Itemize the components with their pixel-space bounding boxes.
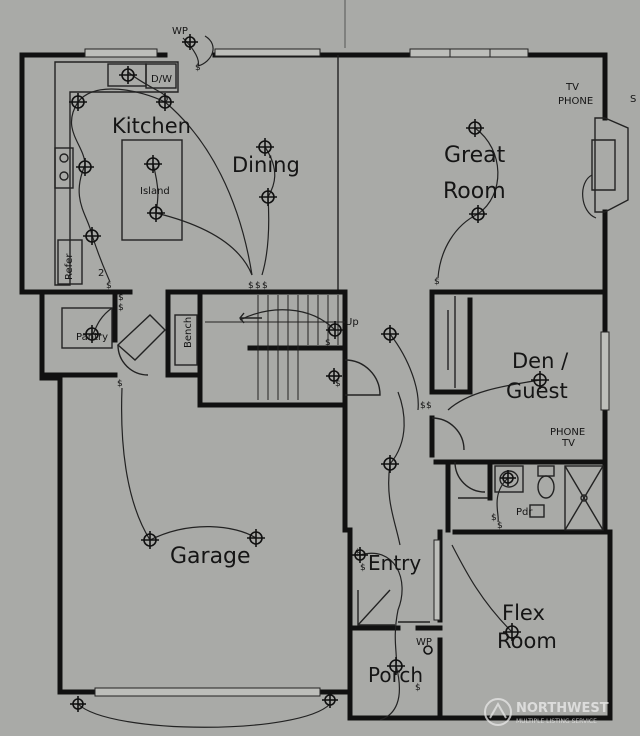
fireplace <box>582 117 629 219</box>
bath-fixtures <box>494 465 604 531</box>
room-label-great-1: Great <box>444 143 506 168</box>
number-2-marker: 2 <box>98 268 104 279</box>
electrical-wiring <box>70 35 541 728</box>
watermark-brand: NORTHWEST <box>516 701 609 716</box>
kitchen-counters <box>54 61 183 286</box>
svg-text:$: $ <box>118 303 124 313</box>
svg-text:$: $ <box>420 401 426 411</box>
entry-closet <box>357 589 430 626</box>
bench-label: Bench <box>183 317 194 348</box>
room-label-flex-1: Flex <box>502 601 545 625</box>
svg-text:$: $ <box>255 281 261 291</box>
svg-text:$: $ <box>415 683 421 693</box>
room-label-dining: Dining <box>232 153 300 177</box>
svg-text:$: $ <box>360 563 366 573</box>
room-label-den-2: Guest <box>506 379 568 403</box>
svg-text:$: $ <box>106 281 112 291</box>
svg-text:$: $ <box>117 379 123 389</box>
svg-text:$: $ <box>248 281 254 291</box>
pantry-shelves <box>61 307 198 366</box>
powder-label: Pdr <box>516 507 533 518</box>
windows <box>84 48 610 697</box>
svg-text:$: $ <box>355 548 361 558</box>
refer-label: Refer <box>64 253 75 280</box>
s-marker: S <box>630 94 636 105</box>
svg-text:$: $ <box>497 521 503 531</box>
wp-label-porch: WP <box>416 637 432 648</box>
tv-phone-label-b: PHONE <box>558 96 593 107</box>
watermark-sub: MULTIPLE LISTING SERVICE <box>516 718 597 725</box>
svg-text:$: $ <box>434 277 440 287</box>
den-closet <box>447 296 456 388</box>
svg-text:$: $ <box>335 379 341 389</box>
room-label-garage: Garage <box>170 544 251 569</box>
tv-phone-label-a: TV <box>565 82 579 93</box>
room-label-den-1: Den / <box>512 349 569 373</box>
door-swings <box>117 344 488 499</box>
room-label-porch: Porch <box>368 663 423 687</box>
svg-text:$: $ <box>195 63 201 73</box>
room-label-great-2: Room <box>443 179 506 204</box>
light-fixtures <box>69 34 549 712</box>
wp-label-top: WP <box>172 26 188 37</box>
svg-text:$: $ <box>262 281 268 291</box>
svg-text:$: $ <box>491 513 497 523</box>
watermark: NORTHWEST MULTIPLE LISTING SERVICE <box>484 698 609 726</box>
island-label: Island <box>140 186 170 197</box>
phone-tv-label-a: PHONE <box>550 427 585 438</box>
svg-text:$: $ <box>118 293 124 303</box>
room-label-flex-2: Room <box>497 629 557 653</box>
phone-tv-label-b: TV <box>561 438 575 449</box>
pantry-label: Pantry <box>76 332 108 343</box>
switches: $$$ $ $ $$ $$ $ $$ $ $$ $ $ $ <box>106 63 503 693</box>
svg-text:$: $ <box>325 338 331 348</box>
dishwasher-label: D/W <box>151 74 172 85</box>
room-label-entry: Entry <box>368 551 421 575</box>
up-label: Up <box>345 317 359 328</box>
room-label-kitchen: Kitchen <box>112 114 191 138</box>
svg-text:$: $ <box>426 401 432 411</box>
